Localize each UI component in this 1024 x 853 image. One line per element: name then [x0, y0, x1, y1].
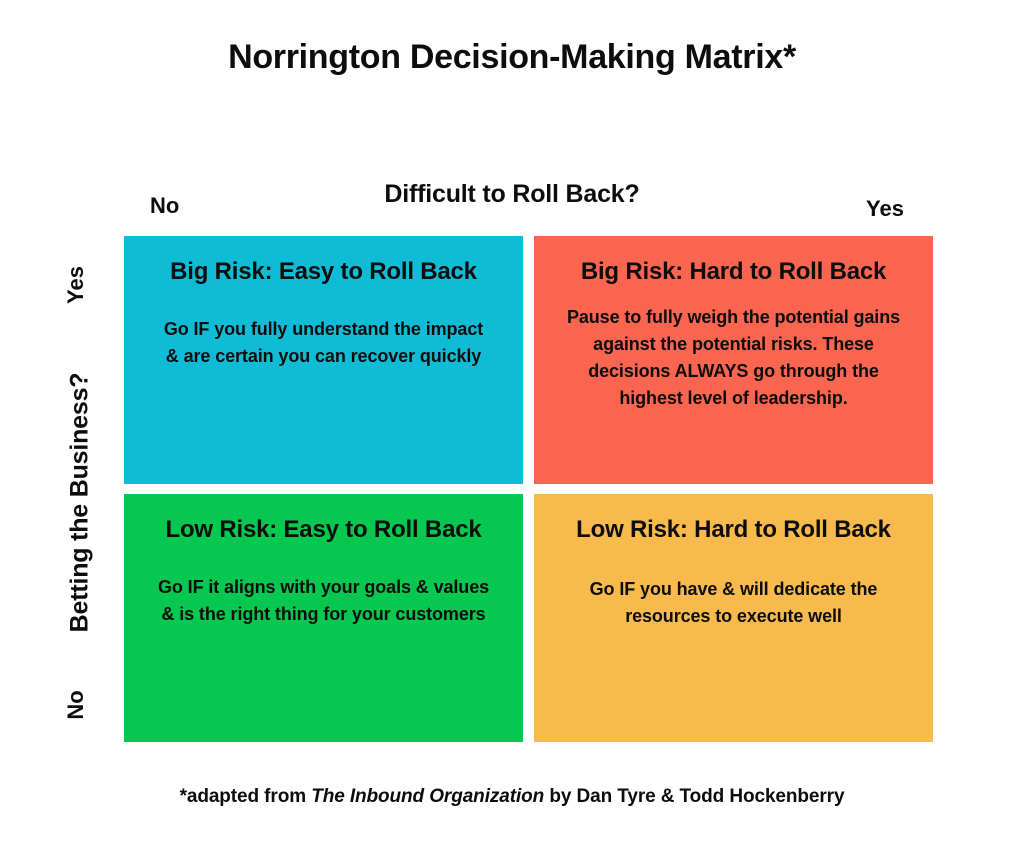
footnote-book-title: The Inbound Organization — [311, 786, 545, 807]
x-axis-tick-low: No — [150, 193, 180, 218]
source-footnote: *adapted from The Inbound Organization b… — [0, 786, 1024, 808]
footnote-suffix: by Dan Tyre & Todd Hockenberry — [544, 786, 845, 807]
quadrant-body: Go IF you have & will dedicate the resou… — [589, 578, 878, 626]
quadrant-low-risk-hard[interactable]: Low Risk: Hard to Roll Back Go IF you ha… — [534, 494, 933, 742]
quadrant-body: Pause to fully weigh the potential gains… — [566, 306, 901, 408]
quadrant-heading: Big Risk: Hard to Roll Back — [580, 258, 887, 285]
quadrant-body: Go IF it aligns with your goals & values… — [157, 576, 490, 624]
matrix-grid: Big Risk: Easy to Roll Back Go IF you fu… — [124, 236, 933, 742]
quadrant-heading: Low Risk: Easy to Roll Back — [165, 516, 482, 543]
quadrant-heading: Low Risk: Hard to Roll Back — [576, 516, 891, 543]
y-axis-tick-high: Yes — [63, 266, 88, 304]
quadrant-body: Go IF you fully understand the impact & … — [163, 318, 484, 366]
x-axis-tick-high: Yes — [866, 196, 904, 221]
x-axis-label: Difficult to Roll Back? — [384, 180, 640, 208]
quadrant-big-risk-hard[interactable]: Big Risk: Hard to Roll Back Pause to ful… — [534, 236, 933, 484]
quadrant-low-risk-easy[interactable]: Low Risk: Easy to Roll Back Go IF it ali… — [124, 494, 523, 742]
y-axis-tick-low: No — [63, 690, 88, 720]
quadrant-big-risk-easy[interactable]: Big Risk: Easy to Roll Back Go IF you fu… — [124, 236, 523, 484]
quadrant-heading: Big Risk: Easy to Roll Back — [170, 258, 477, 285]
page-title: Norrington Decision-Making Matrix* — [228, 38, 796, 76]
footnote-prefix: *adapted from — [179, 786, 312, 807]
